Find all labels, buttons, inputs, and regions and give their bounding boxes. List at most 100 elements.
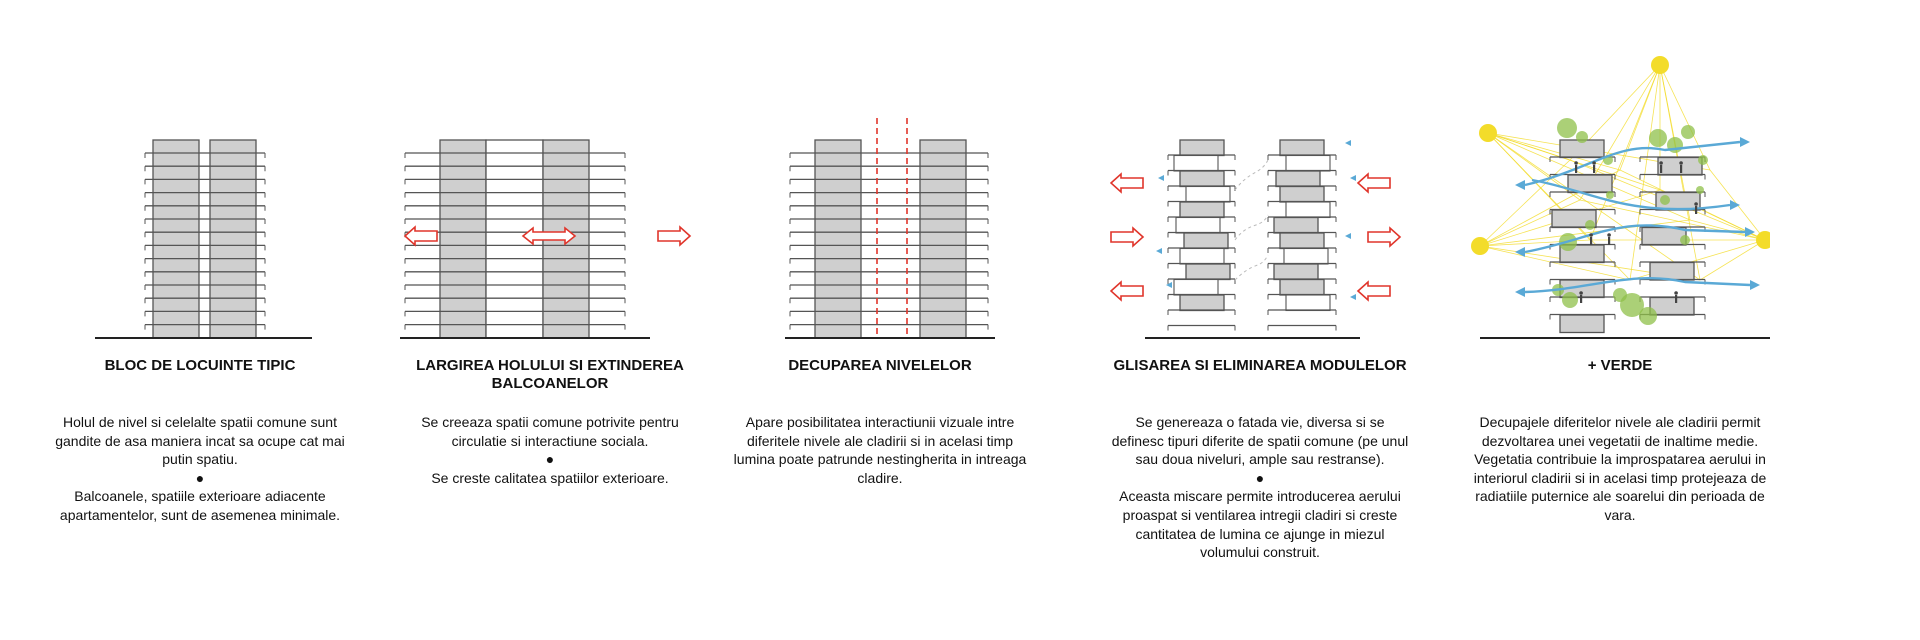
tree-icon bbox=[1576, 131, 1588, 143]
apartment-block bbox=[1279, 139, 1325, 157]
bullet-separator: ● bbox=[195, 469, 205, 486]
air-tick bbox=[1350, 175, 1356, 181]
desc-paragraph: Aceasta miscare permite introducerea aer… bbox=[1119, 488, 1401, 561]
open-module bbox=[1173, 278, 1219, 296]
apartment-block bbox=[1179, 139, 1225, 157]
open-module bbox=[1285, 154, 1331, 172]
apartment-block bbox=[1273, 216, 1319, 234]
air-tick bbox=[1345, 140, 1351, 146]
desc-paragraph: Se genereaza o fatada vie, diversa si se… bbox=[1111, 414, 1409, 468]
person-icon bbox=[1579, 291, 1583, 295]
open-module bbox=[1285, 201, 1331, 219]
person-icon bbox=[1574, 161, 1578, 165]
person-icon bbox=[1680, 165, 1683, 173]
apartment-block bbox=[1179, 170, 1225, 188]
person-icon bbox=[1675, 295, 1678, 303]
person-icon bbox=[1660, 165, 1663, 173]
sun-icon bbox=[1479, 124, 1497, 142]
person-icon bbox=[1694, 202, 1698, 206]
panel-slide-modules: GLISAREA SI ELIMINAREA MODULELOR Se gene… bbox=[1110, 0, 1410, 640]
panel-cut-levels: DECUPAREA NIVELELOR Apare posibilitatea … bbox=[730, 0, 1030, 640]
building-illustration bbox=[400, 139, 692, 339]
tree-icon bbox=[1696, 186, 1704, 194]
person-icon bbox=[1679, 161, 1683, 165]
arrow-left-icon bbox=[1110, 172, 1144, 194]
apartment-block bbox=[1559, 314, 1605, 334]
building-illustration bbox=[1110, 139, 1402, 339]
apartment-block bbox=[1275, 170, 1321, 188]
bullet-separator: ● bbox=[1255, 469, 1265, 486]
person-icon bbox=[1590, 237, 1593, 245]
bullet-separator: ● bbox=[545, 451, 555, 468]
tree-icon bbox=[1606, 191, 1614, 199]
sun-ray bbox=[1479, 245, 1631, 281]
apartment-block bbox=[814, 139, 862, 339]
tree-icon bbox=[1680, 235, 1690, 245]
person-icon bbox=[1593, 165, 1596, 173]
apartment-block bbox=[1649, 296, 1695, 316]
panel-description: Se creeaza spatii comune potrivite pentr… bbox=[400, 413, 700, 487]
desc-paragraph: Se creeaza spatii comune potrivite pentr… bbox=[421, 414, 679, 449]
arrow-left-icon bbox=[1356, 172, 1391, 194]
tree-icon bbox=[1698, 155, 1708, 165]
tree-icon bbox=[1639, 307, 1657, 325]
person-icon bbox=[1575, 165, 1578, 173]
sun-ray bbox=[1619, 64, 1661, 171]
apartment-block bbox=[1183, 232, 1229, 250]
person-icon bbox=[1589, 233, 1593, 237]
panel-description: Se genereaza o fatada vie, diversa si se… bbox=[1110, 413, 1410, 562]
desc-paragraph: Decupajele diferitelor nivele ale cladir… bbox=[1473, 414, 1767, 523]
sun-ray bbox=[1689, 219, 1766, 241]
panel-typical-block: BLOC DE LOCUINTE TIPIC Holul de nivel si… bbox=[50, 0, 350, 640]
person-icon bbox=[1580, 295, 1583, 303]
sun-ray bbox=[1629, 64, 1661, 281]
air-flow-line bbox=[1524, 140, 1751, 294]
apartment-block bbox=[1279, 185, 1325, 203]
apartment-block bbox=[1273, 263, 1319, 281]
person-icon bbox=[1607, 233, 1611, 237]
air-tick bbox=[1158, 175, 1164, 181]
tree-icon bbox=[1660, 195, 1670, 205]
tree-icon bbox=[1562, 292, 1578, 308]
apartment-block bbox=[1641, 226, 1687, 246]
arrow-right-icon bbox=[1745, 227, 1755, 237]
open-module bbox=[1173, 154, 1219, 172]
arrow-left-icon bbox=[1110, 280, 1144, 302]
sun-ray bbox=[1479, 219, 1691, 247]
desc-paragraph: Se creste calitatea spatiilor exterioare… bbox=[431, 469, 669, 486]
sun-ray bbox=[1579, 199, 1766, 241]
arrow-double-icon bbox=[521, 226, 577, 246]
open-module bbox=[1185, 185, 1231, 203]
sun-icon bbox=[1471, 237, 1489, 255]
open-module bbox=[1175, 216, 1221, 234]
apartment-block bbox=[209, 139, 257, 339]
panel-description: Decupajele diferitelor nivele ale cladir… bbox=[1470, 413, 1770, 525]
person-icon bbox=[1659, 161, 1663, 165]
panel-enlarge-hall: LARGIREA HOLULUI SI EXTINDEREA BALCOANEL… bbox=[400, 0, 700, 640]
sun-ray bbox=[1699, 239, 1766, 281]
air-tick bbox=[1156, 248, 1162, 254]
arrow-left-icon bbox=[1515, 247, 1525, 257]
person-icon bbox=[1674, 291, 1678, 295]
desc-paragraph: Apare posibilitatea interactiunii vizual… bbox=[733, 414, 1027, 486]
panel-description: Apare posibilitatea interactiunii vizual… bbox=[730, 413, 1030, 487]
air-flow-line bbox=[1234, 159, 1269, 281]
person-icon bbox=[1695, 206, 1698, 214]
open-module bbox=[1285, 294, 1331, 312]
sun-ray bbox=[1487, 132, 1701, 281]
air-tick bbox=[1166, 282, 1172, 288]
person-icon bbox=[1592, 161, 1596, 165]
desc-paragraph: Balcoanele, spatiile exterioare adiacent… bbox=[59, 488, 341, 523]
panel-title: + VERDE bbox=[1587, 357, 1653, 374]
tree-icon bbox=[1585, 220, 1595, 230]
sun-icon bbox=[1756, 231, 1770, 249]
apartment-block bbox=[919, 139, 967, 339]
arrow-right-icon bbox=[1730, 200, 1740, 210]
panel-title: LARGIREA HOLULUI SI EXTINDEREA BALCOANEL… bbox=[416, 357, 684, 392]
arrow-left-icon bbox=[1356, 280, 1391, 302]
arrow-right-icon bbox=[1367, 226, 1402, 248]
arrow-right-icon bbox=[657, 225, 692, 247]
apartment-block bbox=[152, 139, 200, 339]
apartment-block bbox=[1279, 278, 1325, 296]
